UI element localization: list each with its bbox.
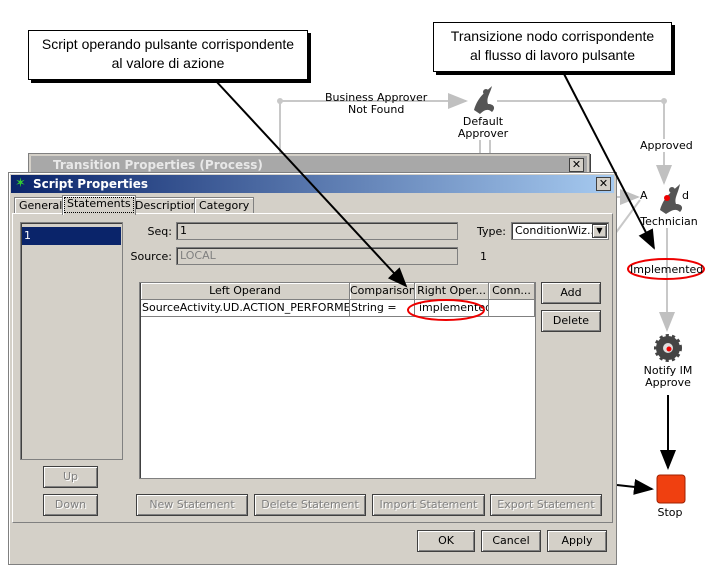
import-statement-button[interactable]: Import Statement: [372, 494, 485, 516]
type-select-value: ConditionWiz...: [515, 224, 598, 237]
edge-label-line: Business Approver: [325, 91, 428, 104]
callout-line: al valore di azione: [111, 55, 225, 71]
implemented-highlight: [627, 258, 705, 280]
callout-left: Script operando pulsante corrispondente a…: [28, 30, 308, 80]
table-cell[interactable]: implemented: [415, 300, 489, 317]
source-field[interactable]: LOCAL: [176, 247, 458, 265]
table-cell[interactable]: [489, 300, 535, 317]
node-label: Approver: [457, 127, 509, 140]
transition-title-bar: Transition Properties (Process) ✕: [31, 156, 587, 174]
callout-line: al flusso di lavoro pulsante: [470, 47, 635, 63]
callout-line: Transizione nodo corrispondente: [450, 28, 655, 44]
node-stop[interactable]: Stop: [657, 506, 683, 519]
technician-icon: [660, 184, 683, 214]
edge-label-approved: Approved: [640, 139, 693, 152]
column-header-connector[interactable]: Conn...: [489, 283, 535, 300]
tab-description[interactable]: Description: [130, 197, 203, 214]
node-technician[interactable]: Technician: [640, 215, 698, 228]
cancel-button[interactable]: Cancel: [481, 530, 541, 552]
new-statement-button[interactable]: New Statement: [136, 494, 248, 516]
chevron-down-icon[interactable]: ▼: [592, 224, 607, 238]
seq-field[interactable]: 1: [176, 222, 458, 240]
callout-line: Script operando pulsante corrispondente: [41, 36, 295, 52]
close-button[interactable]: ✕: [569, 158, 584, 172]
ok-button[interactable]: OK: [417, 530, 475, 552]
technician-label-prefix: A: [640, 189, 648, 202]
tab-statements[interactable]: Statements: [62, 195, 136, 215]
callout-arrow-right: [562, 71, 655, 250]
count-value: 1: [480, 250, 487, 263]
edge-label-implemented[interactable]: Implemented: [630, 263, 704, 276]
stop-node-icon: [656, 474, 686, 504]
column-header-left-operand[interactable]: Left Operand: [141, 283, 350, 300]
delete-statement-button[interactable]: Delete Statement: [254, 494, 366, 516]
tab-general[interactable]: General: [14, 197, 68, 214]
technician-label-suffix: d: [682, 189, 689, 202]
node-label: Notify IM: [643, 364, 693, 377]
tab-panel: [12, 213, 613, 523]
type-label: Type:: [477, 225, 506, 238]
default-approver-icon: [474, 86, 495, 114]
apply-button[interactable]: Apply: [547, 530, 607, 552]
delete-button[interactable]: Delete: [541, 310, 601, 332]
down-button[interactable]: Down: [43, 494, 98, 516]
table-cell[interactable]: String =: [350, 300, 415, 317]
callout-arrow-left: [214, 79, 408, 288]
node-label: Approve: [645, 376, 691, 389]
edge-label-line: Not Found: [347, 103, 405, 116]
app-logo-icon: ✶: [15, 176, 26, 191]
list-item[interactable]: 1: [22, 227, 121, 245]
column-header-right-operand[interactable]: Right Oper...: [415, 283, 489, 300]
statement-list[interactable]: 1: [20, 222, 123, 460]
dialog-title: Transition Properties (Process): [53, 158, 263, 172]
add-button[interactable]: Add: [541, 282, 601, 304]
type-select[interactable]: ConditionWiz...▼: [511, 222, 609, 240]
right-operand-highlight: [407, 299, 485, 321]
close-button[interactable]: ✕: [596, 177, 611, 191]
callout-right: Transizione nodo corrispondente al flusso…: [433, 22, 672, 72]
table-cell[interactable]: SourceActivity.UD.ACTION_PERFORMED: [141, 300, 350, 317]
dialog-title: Script Properties: [33, 177, 149, 191]
up-button[interactable]: Up: [43, 466, 98, 488]
statements-table[interactable]: Left Operand Comparison Right Oper... Co…: [139, 282, 536, 479]
tab-category[interactable]: Category: [194, 197, 255, 214]
source-label: Source:: [130, 250, 173, 263]
notify-gear-icon: [654, 334, 682, 362]
seq-label: Seq:: [147, 225, 172, 238]
export-statement-button[interactable]: Export Statement: [490, 494, 602, 516]
node-label: Default: [462, 115, 504, 128]
